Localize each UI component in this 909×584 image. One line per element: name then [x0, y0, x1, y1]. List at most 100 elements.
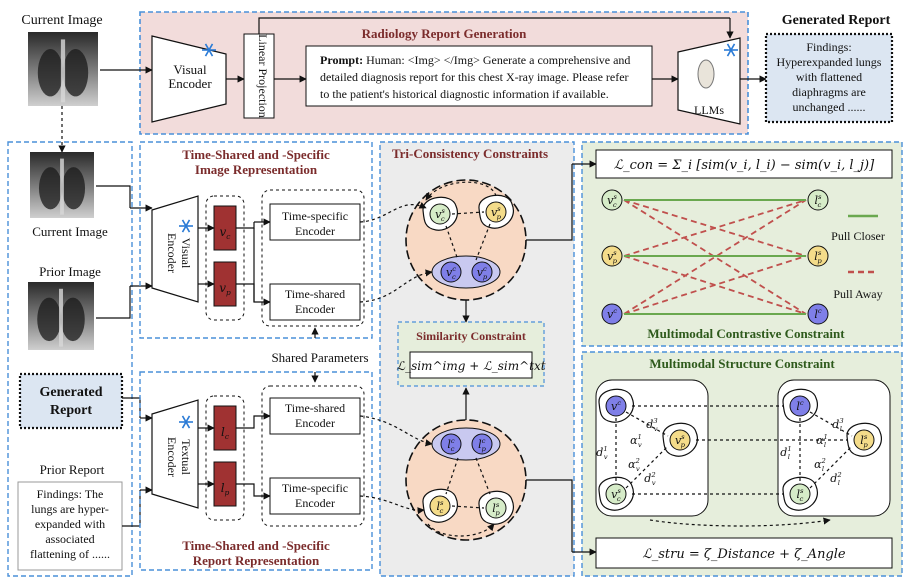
tri-title: Tri-Consistency Constraints [392, 146, 548, 161]
prior-report-label: Prior Report [40, 462, 105, 477]
shared-img-to-ellipse [359, 269, 433, 303]
structure-title: Multimodal Structure Constraint [649, 356, 835, 371]
visual-encoder-label-line: Encoder [165, 233, 179, 273]
projection-to-llm-line [258, 17, 730, 34]
prompt-line: to the patient's historical diagnostic i… [320, 87, 609, 101]
lc-embedding [213, 405, 237, 451]
contrastive-formula: ℒ_con = Σ_i [sim(v_i, l_i) − sim(v_i, l_… [614, 158, 875, 173]
lung-left [37, 297, 61, 342]
vps-node-circle [485, 201, 507, 223]
snowflake-stroke [726, 43, 736, 57]
llama-icon [697, 59, 715, 89]
snowflake-stroke [204, 43, 214, 57]
contrast-l-node-circle [807, 303, 829, 325]
visual-encoder [151, 195, 199, 303]
contrastive-formula-box [595, 149, 893, 179]
vpc-node-circle [471, 261, 493, 283]
generated-findings-line: diaphragms are [792, 85, 866, 99]
tri-edge [451, 211, 485, 215]
time-shared-txt-line: Time-shared [285, 401, 345, 415]
generated-findings-line: Findings: [806, 40, 851, 54]
s-lc-label: lc [796, 399, 804, 413]
struct-edges-img [615, 411, 669, 489]
visual-encoder-top-label-line: Encoder [168, 76, 212, 91]
pull-away-edge [623, 255, 807, 315]
prior-findings-line: flattening of ...... [30, 547, 110, 561]
contrast-v-node-circle [601, 245, 623, 267]
generated-report-box [764, 32, 894, 124]
generated-findings-line: unchanged ...... [793, 100, 866, 114]
prior-findings-line: expanded with [35, 517, 105, 531]
current-to-visual-line [96, 185, 131, 208]
contrast-v-node-circle [601, 189, 623, 211]
text-encoders-group [261, 385, 365, 527]
prior-to-textual-line [122, 490, 141, 527]
lung-right [61, 167, 86, 210]
vc-to-specific-a [236, 222, 255, 229]
vp-label: vp [219, 281, 231, 297]
generated-report-title: Generated Report [782, 13, 891, 28]
s-vc-circle [605, 395, 627, 417]
current-image-label: Current Image [21, 13, 102, 28]
tri-edge [445, 225, 459, 261]
prior-to-visual-line [96, 286, 131, 319]
prior-image-label: Prior Image [39, 264, 101, 279]
snowflake-icon [179, 415, 193, 429]
s-lc-circle [789, 395, 811, 417]
tri-edge [475, 457, 491, 495]
vc-label: vc [220, 225, 232, 241]
time-specific-encoder-img [269, 203, 361, 241]
generated-report-left-box [18, 372, 124, 430]
report-rep-panel [139, 371, 373, 571]
linear-projection-label: Linear Projection [256, 34, 270, 118]
prior-findings-line: lungs are hyper- [31, 502, 109, 516]
legend-away-label: Pull Away [833, 287, 882, 301]
snowflake-stroke [181, 219, 191, 233]
current-xray [30, 152, 94, 218]
time-specific-img-line: Encoder [295, 224, 335, 238]
s-vps-circle [669, 429, 691, 451]
time-specific-txt-line: Time-specific [282, 481, 348, 495]
image-rep-title-line: Image Representation [195, 162, 318, 177]
lp-embedding [213, 461, 237, 507]
prior-xray [28, 282, 94, 350]
generated-report-left-line: Report [50, 403, 92, 418]
tri-edge [475, 223, 491, 261]
llms-label: LLMs [694, 103, 724, 117]
path [427, 523, 495, 537]
lpc-node-circle [471, 433, 493, 455]
time-shared-img-line: Time-shared [285, 287, 345, 301]
textual-encoder-label-line: Textual [179, 439, 193, 475]
vcs-node-circle [429, 203, 451, 225]
time-shared-img-line: Encoder [295, 302, 335, 316]
lp-to-specific [236, 483, 271, 500]
s-vcs-circle [605, 483, 627, 505]
time-specific-txt-line: Encoder [295, 496, 335, 510]
spine [60, 158, 64, 215]
snowflake-icon [202, 43, 216, 57]
pull-away-edge [623, 199, 807, 315]
time-shared-txt-line: Encoder [295, 416, 335, 430]
textual-encoder [151, 399, 199, 509]
visual-encoder-top-label-line: Visual [173, 62, 207, 77]
image-encoders-group [261, 189, 365, 327]
contrast-v-node-label: vc [607, 307, 617, 321]
shared-txt-to-ellipse [359, 415, 433, 447]
gen-to-textual-line [122, 397, 141, 418]
spine [59, 288, 63, 347]
